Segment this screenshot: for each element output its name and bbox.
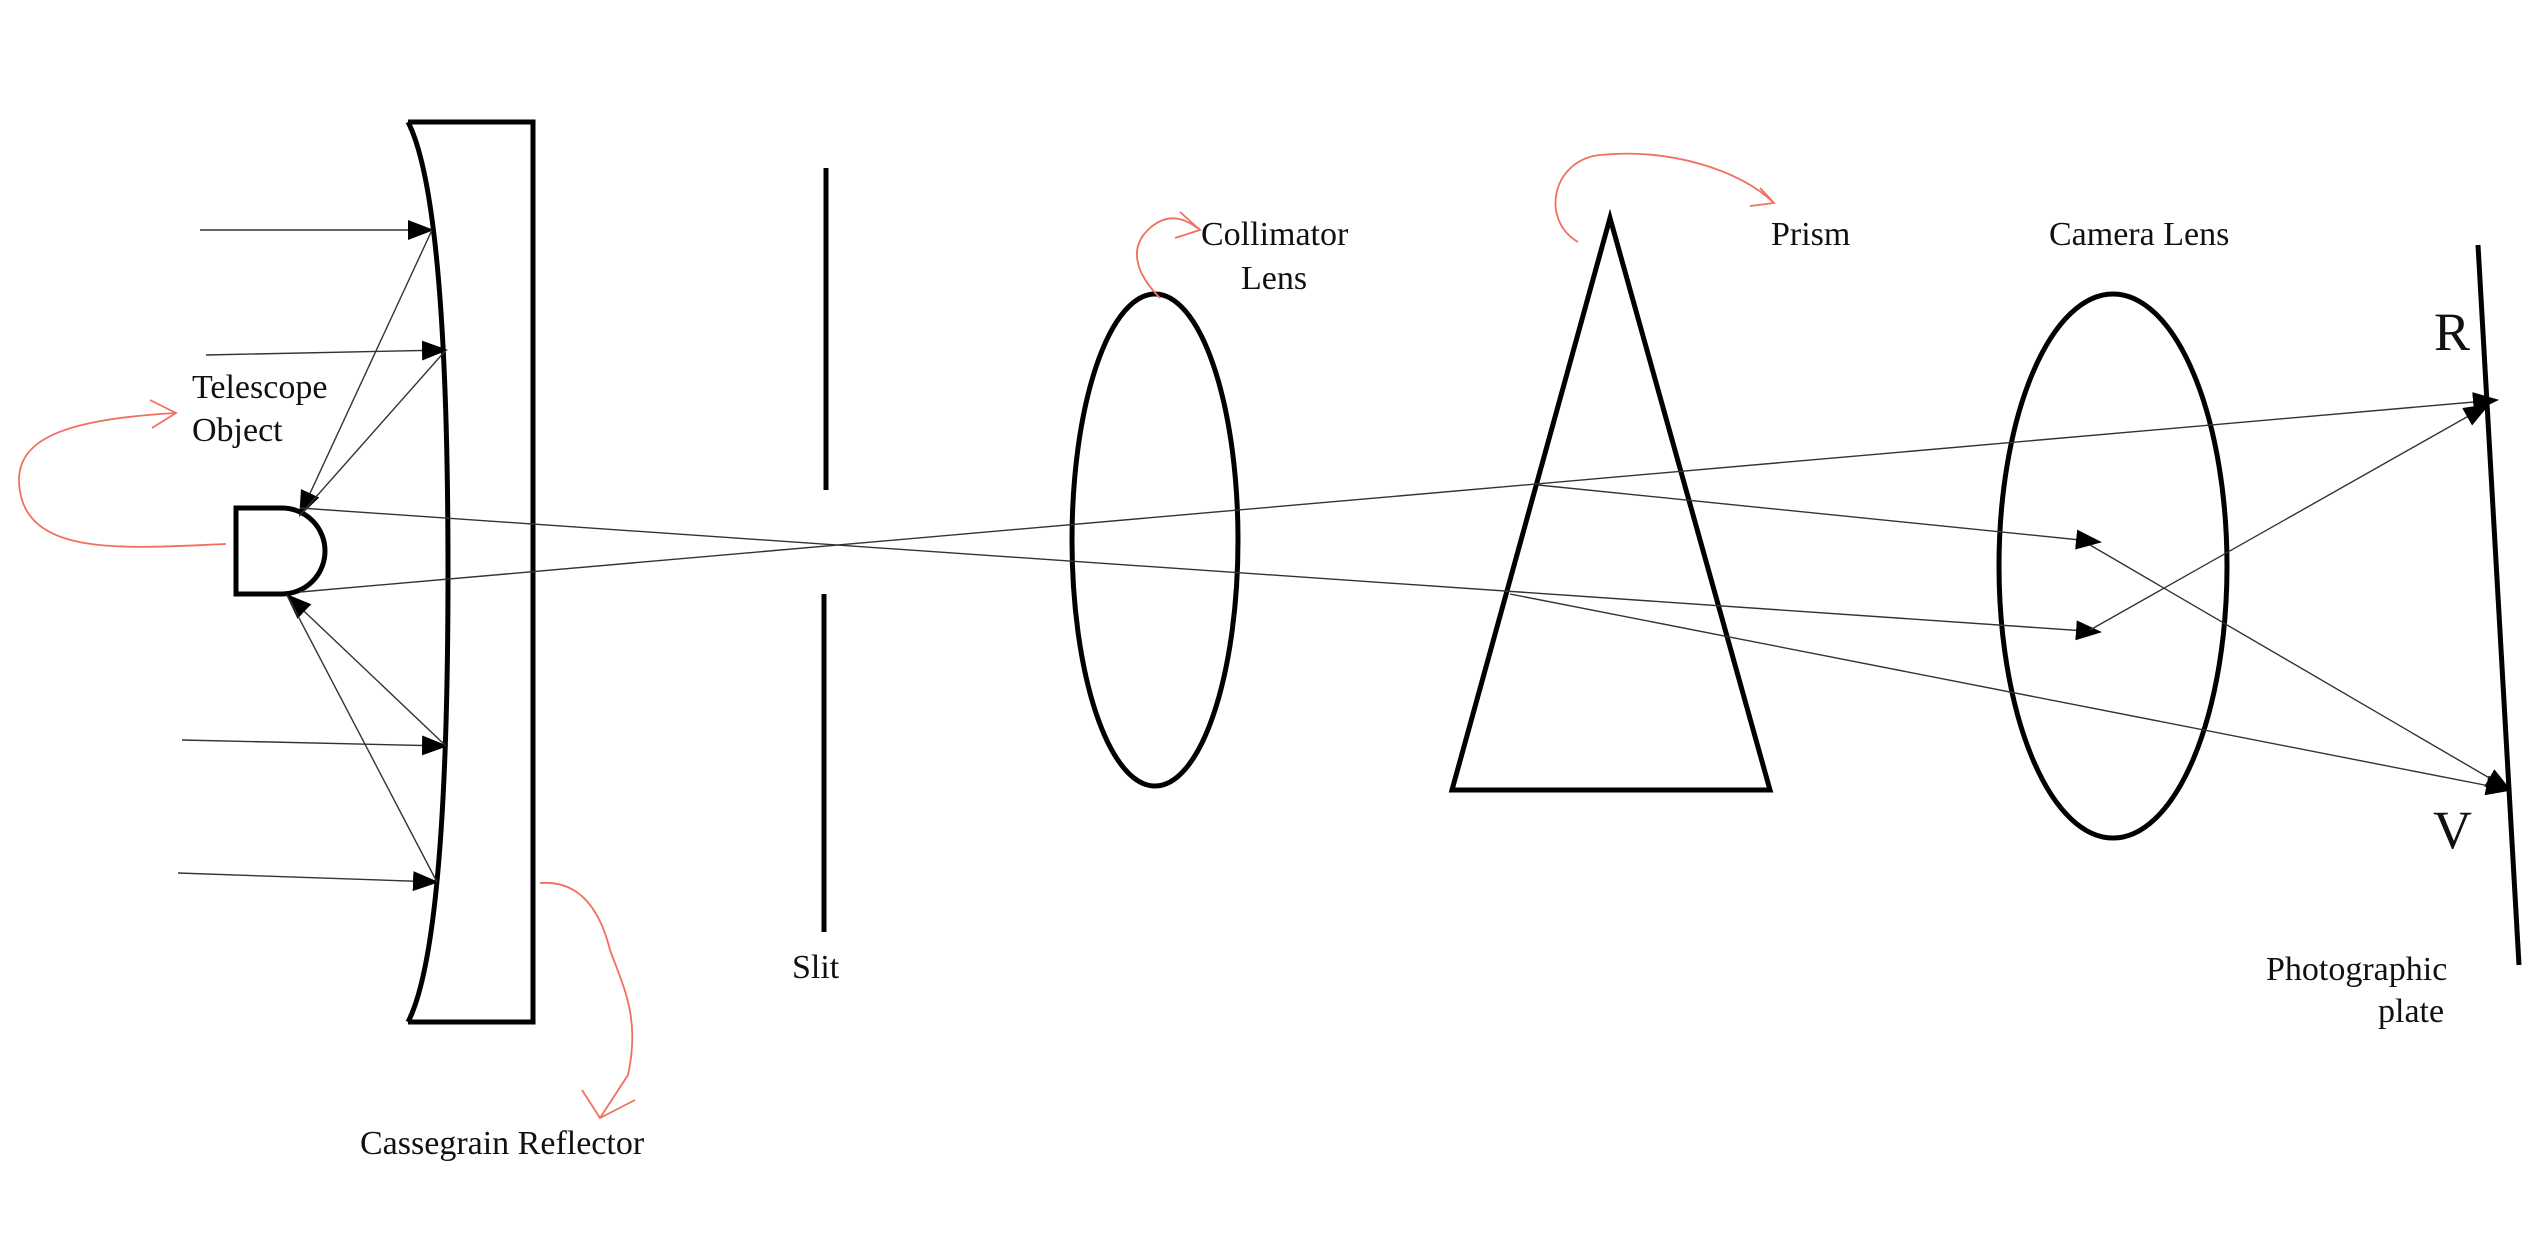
label-collimator-line2: Lens [1241,260,1307,297]
reflected-rays [285,229,447,883]
label-collimator-line1: Collimator [1201,216,1349,253]
photographic-plate [2475,244,2522,966]
label-telescope-line1: Telescope [192,369,327,406]
incoming-rays [177,220,448,892]
annotation-arrows [18,152,1776,1120]
label-telescope-line2: Object [192,412,283,449]
label-plate-line1: Photographic [2266,951,2447,988]
label-red: R [2434,302,2470,362]
label-violet: V [2433,800,2472,860]
label-slit: Slit [792,949,840,986]
label-prism: Prism [1771,216,1850,253]
collimator-lens [1069,291,1241,789]
label-camera-lens: Camera Lens [2049,216,2229,253]
cassegrain-annotation-arrow [539,882,634,1119]
slit [821,168,829,932]
prism [1448,208,1774,793]
collimator-annotation-arrow [1136,217,1201,299]
telescope-annotation-arrow [18,412,227,548]
prism-annotation-arrow [1554,152,1775,243]
telescope-object [233,505,328,597]
cassegrain-reflector [405,119,536,1025]
optical-rays [299,392,2512,796]
label-plate-line2: plate [2378,993,2444,1030]
label-cassegrain: Cassegrain Reflector [360,1125,645,1162]
camera-lens [1996,291,2230,841]
